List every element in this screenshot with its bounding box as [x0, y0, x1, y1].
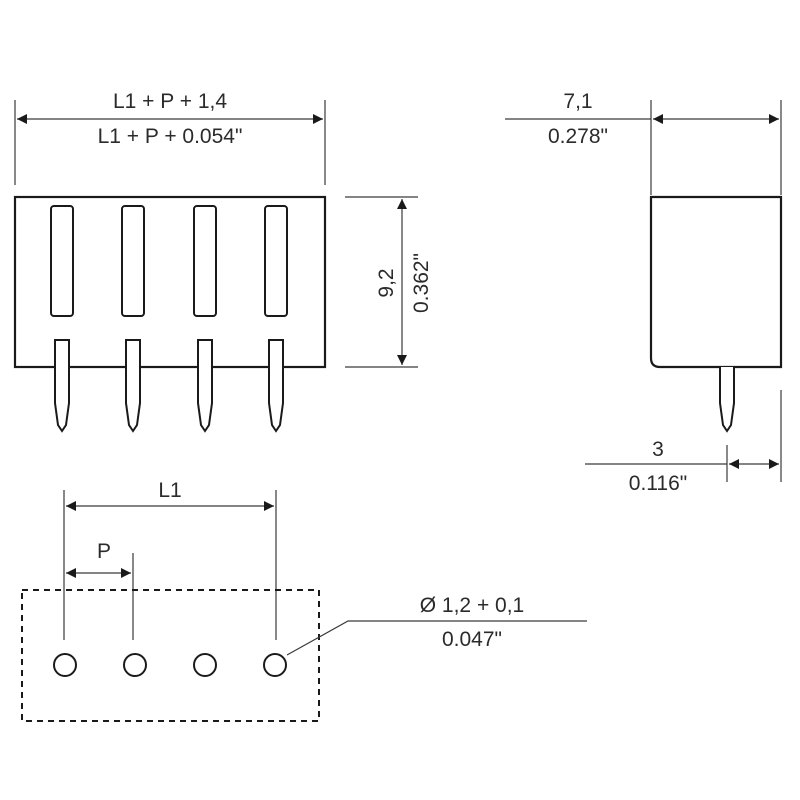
solder-hole: [193, 653, 217, 677]
pitch-label: P: [97, 540, 111, 563]
side-solder-pin: [719, 367, 735, 433]
solder-holes: [53, 653, 287, 677]
contact-slot: [264, 205, 288, 317]
side-housing: [649, 195, 783, 369]
span-label: L1: [158, 479, 181, 502]
solder-hole: [53, 653, 77, 677]
pin-length-dimension: 3 0.116": [585, 390, 782, 495]
solder-pin: [125, 339, 141, 433]
hole-diameter-in-label: 0.047": [442, 628, 502, 651]
contact-slot: [50, 205, 74, 317]
pin-length-in-label: 0.116": [629, 472, 687, 495]
total-length-in-label: L1 + P + 0.054": [98, 125, 243, 148]
side-view: 7,1 0.278" 3 0.116": [505, 90, 783, 495]
front-view: L1 + P + 1,4 L1 + P + 0.054" 9,2 0.362": [13, 90, 433, 433]
pitch-dimension: P: [66, 540, 134, 640]
contact-slots: [50, 205, 288, 317]
height-in-label: 0.362": [410, 253, 433, 313]
total-length-dimension: L1 + P + 1,4 L1 + P + 0.054": [14, 90, 326, 185]
contact-slot: [121, 205, 145, 317]
pin-length-mm-label: 3: [652, 438, 664, 461]
depth-in-label: 0.278": [548, 125, 608, 148]
height-mm-label: 9,2: [375, 268, 398, 297]
span-dimension: L1: [63, 479, 277, 640]
hole-diameter-mm-label: Ø 1,2 + 0,1: [420, 594, 525, 617]
solder-hole: [263, 653, 287, 677]
height-dimension: 9,2 0.362": [345, 196, 433, 368]
contact-slot: [193, 205, 217, 317]
depth-mm-label: 7,1: [563, 90, 592, 113]
footprint-view: L1 P Ø 1,2 + 0,1 0.047": [21, 479, 587, 722]
solder-hole: [123, 653, 147, 677]
hole-diameter-callout: Ø 1,2 + 0,1 0.047": [286, 594, 587, 656]
component-outline: [21, 589, 320, 722]
solder-pin: [268, 339, 284, 433]
solder-pin: [197, 339, 213, 433]
total-length-mm-label: L1 + P + 1,4: [113, 90, 227, 113]
solder-pins: [54, 339, 284, 433]
solder-pin: [54, 339, 70, 433]
depth-dimension: 7,1 0.278": [505, 90, 782, 195]
